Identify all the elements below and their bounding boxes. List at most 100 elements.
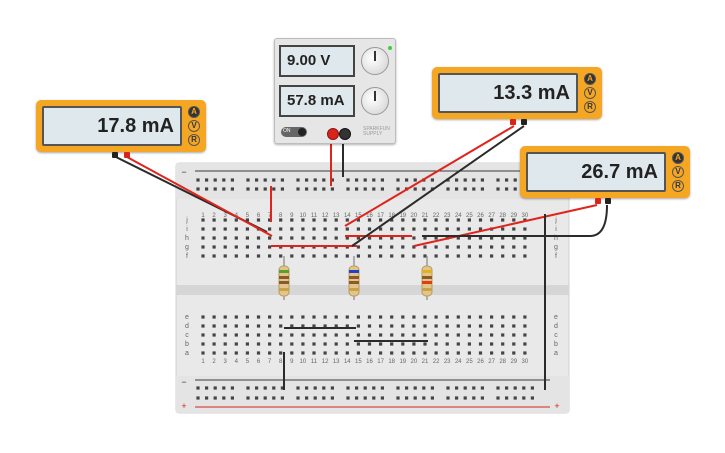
breadboard-hole[interactable] — [445, 351, 449, 355]
breadboard-hole[interactable] — [396, 386, 400, 390]
breadboard-hole[interactable] — [301, 342, 305, 346]
breadboard-hole[interactable] — [445, 333, 449, 337]
breadboard-hole[interactable] — [512, 245, 516, 249]
resistor-3[interactable] — [421, 256, 433, 300]
breadboard-hole[interactable] — [256, 315, 261, 319]
breadboard-hole[interactable] — [201, 333, 205, 337]
breadboard-hole[interactable] — [367, 351, 372, 355]
breadboard-hole[interactable] — [212, 245, 216, 249]
breadboard-hole[interactable] — [401, 245, 405, 249]
breadboard-hole[interactable] — [505, 396, 509, 400]
breadboard-hole[interactable] — [456, 245, 460, 249]
psu-positive-terminal[interactable] — [327, 128, 339, 140]
breadboard-hole[interactable] — [434, 315, 438, 319]
breadboard-hole[interactable] — [223, 315, 227, 319]
breadboard-hole[interactable] — [422, 386, 426, 390]
breadboard-hole[interactable] — [401, 324, 405, 328]
breadboard-hole[interactable] — [234, 315, 238, 319]
breadboard-hole[interactable] — [313, 396, 317, 400]
power-switch[interactable] — [281, 127, 307, 137]
breadboard-hole[interactable] — [268, 245, 272, 249]
breadboard-hole[interactable] — [456, 315, 460, 319]
breadboard-hole[interactable] — [390, 342, 394, 346]
breadboard-hole[interactable] — [234, 333, 238, 337]
breadboard-hole[interactable] — [256, 351, 261, 355]
breadboard-hole[interactable] — [301, 324, 305, 328]
breadboard-hole[interactable] — [501, 342, 505, 346]
breadboard-hole[interactable] — [323, 315, 327, 319]
breadboard-hole[interactable] — [323, 236, 327, 240]
breadboard-hole[interactable] — [390, 351, 394, 355]
breadboard-hole[interactable] — [501, 245, 505, 249]
breadboard-hole[interactable] — [290, 236, 294, 240]
breadboard-hole[interactable] — [312, 333, 316, 337]
breadboard-hole[interactable] — [501, 324, 505, 328]
breadboard-hole[interactable] — [478, 245, 483, 249]
breadboard-hole[interactable] — [201, 324, 205, 328]
breadboard-hole[interactable] — [268, 315, 272, 319]
breadboard-hole[interactable] — [434, 351, 438, 355]
breadboard-hole[interactable] — [330, 187, 334, 191]
breadboard-hole[interactable] — [334, 218, 338, 222]
breadboard-hole[interactable] — [234, 236, 238, 240]
breadboard-hole[interactable] — [263, 386, 267, 390]
breadboard-hole[interactable] — [272, 396, 276, 400]
breadboard-hole[interactable] — [356, 254, 360, 258]
breadboard-hole[interactable] — [212, 324, 216, 328]
breadboard-hole[interactable] — [512, 324, 516, 328]
breadboard-hole[interactable] — [379, 324, 383, 328]
breadboard-hole[interactable] — [323, 218, 327, 222]
breadboard-hole[interactable] — [490, 245, 494, 249]
breadboard-hole[interactable] — [523, 342, 527, 346]
breadboard-hole[interactable] — [301, 351, 305, 355]
breadboard-hole[interactable] — [334, 315, 338, 319]
breadboard-hole[interactable] — [290, 324, 294, 328]
breadboard-hole[interactable] — [434, 245, 438, 249]
breadboard-hole[interactable] — [345, 254, 349, 258]
breadboard-hole[interactable] — [390, 324, 394, 328]
breadboard-hole[interactable] — [301, 236, 305, 240]
breadboard-hole[interactable] — [322, 178, 326, 182]
breadboard-hole[interactable] — [234, 324, 238, 328]
breadboard-hole[interactable] — [245, 351, 249, 355]
breadboard-hole[interactable] — [245, 245, 249, 249]
breadboard-hole[interactable] — [268, 254, 272, 258]
breadboard-hole[interactable] — [363, 396, 367, 400]
breadboard-hole[interactable] — [445, 315, 449, 319]
breadboard-hole[interactable] — [513, 386, 517, 390]
resistor-1[interactable] — [278, 256, 290, 300]
breadboard-hole[interactable] — [455, 396, 459, 400]
breadboard-hole[interactable] — [223, 324, 227, 328]
breadboard-hole[interactable] — [423, 351, 427, 355]
breadboard-hole[interactable] — [296, 187, 300, 191]
breadboard-hole[interactable] — [367, 245, 372, 249]
breadboard-hole[interactable] — [401, 315, 405, 319]
breadboard-hole[interactable] — [434, 254, 438, 258]
breadboard-hole[interactable] — [256, 324, 261, 328]
breadboard-hole[interactable] — [445, 254, 449, 258]
breadboard-hole[interactable] — [290, 218, 294, 222]
breadboard-hole[interactable] — [301, 333, 305, 337]
meter-right-probe-black[interactable] — [605, 198, 611, 204]
breadboard-hole[interactable] — [201, 351, 205, 355]
breadboard-hole[interactable] — [446, 386, 450, 390]
breadboard-hole[interactable] — [201, 254, 205, 258]
breadboard-hole[interactable] — [434, 324, 438, 328]
meter-left-probe-red[interactable] — [124, 152, 130, 158]
breadboard-hole[interactable] — [345, 227, 349, 231]
breadboard-hole[interactable] — [523, 351, 527, 355]
breadboard-hole[interactable] — [268, 324, 272, 328]
breadboard-hole[interactable] — [430, 386, 434, 390]
meter-right-voltmeter-button[interactable]: V — [672, 166, 684, 178]
breadboard-hole[interactable] — [501, 315, 505, 319]
breadboard-hole[interactable] — [290, 315, 294, 319]
breadboard-hole[interactable] — [490, 333, 494, 337]
meter-right-ammeter-button[interactable]: A — [672, 152, 684, 164]
breadboard-hole[interactable] — [467, 254, 471, 258]
breadboard-hole[interactable] — [445, 245, 449, 249]
breadboard-hole[interactable] — [401, 351, 405, 355]
breadboard-hole[interactable] — [223, 245, 227, 249]
breadboard-hole[interactable] — [201, 315, 205, 319]
breadboard-hole[interactable] — [356, 315, 360, 319]
